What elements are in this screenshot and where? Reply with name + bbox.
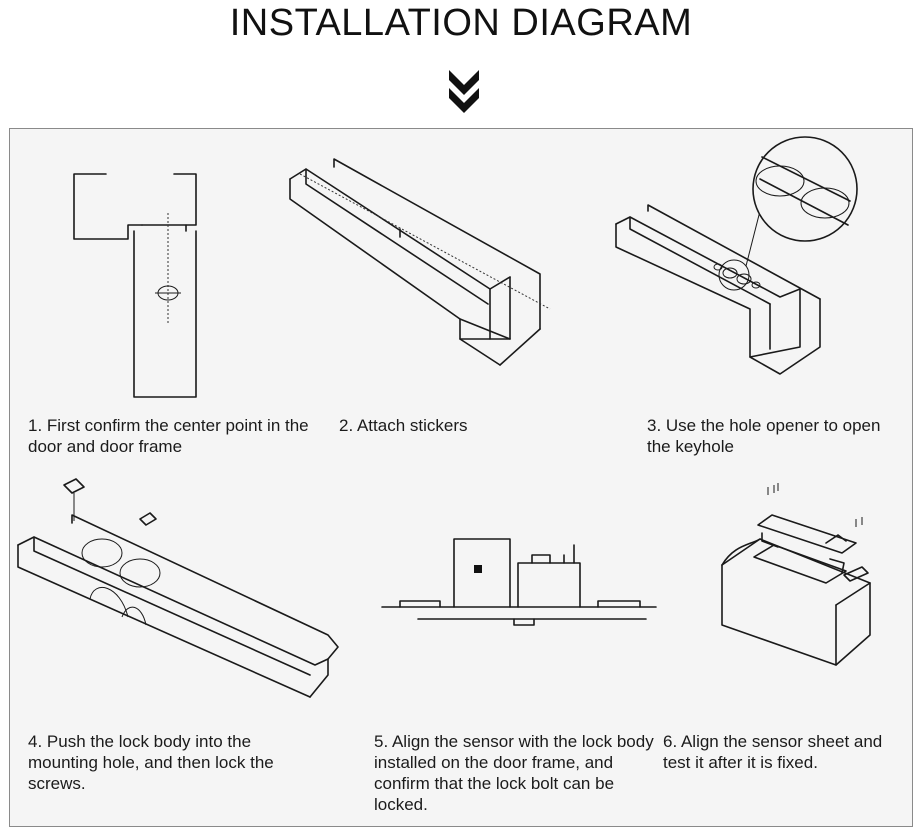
step-caption: 2. Attach stickers [339,416,468,435]
frame-sticker-icon [289,158,551,366]
step-2: 2. Attach stickers [289,129,620,469]
step-5: 5. Align the sensor with the lock body i… [350,475,657,825]
hole-opener-icon [615,136,858,375]
diagram-panel: 1. First confirm the center point in the… [9,128,913,827]
chevron-down-icon [449,70,479,113]
lock-body-icon [17,478,339,698]
page-title: INSTALLATION DIAGRAM [229,2,693,44]
step-6: 6. Align the sensor sheet and test it af… [650,475,914,825]
step-caption: 4. Push the lock body into the mounting … [28,732,274,793]
step-caption: 5. Align the sensor with the lock body i… [374,732,654,814]
step-caption: 6. Align the sensor sheet and test it af… [663,732,883,772]
step-1: 1. First confirm the center point in the… [10,129,310,469]
step-caption: 1. First confirm the center point in the… [28,416,309,456]
sensor-sheet-icon [721,483,871,666]
step-3: 3. Use the hole opener to open the keyho… [610,129,914,469]
step-caption: 3. Use the hole opener to open the keyho… [647,416,881,456]
sensor-align-icon [381,538,657,626]
step-4: 4. Push the lock body into the mounting … [10,475,350,825]
door-frame-center-icon [73,173,197,398]
